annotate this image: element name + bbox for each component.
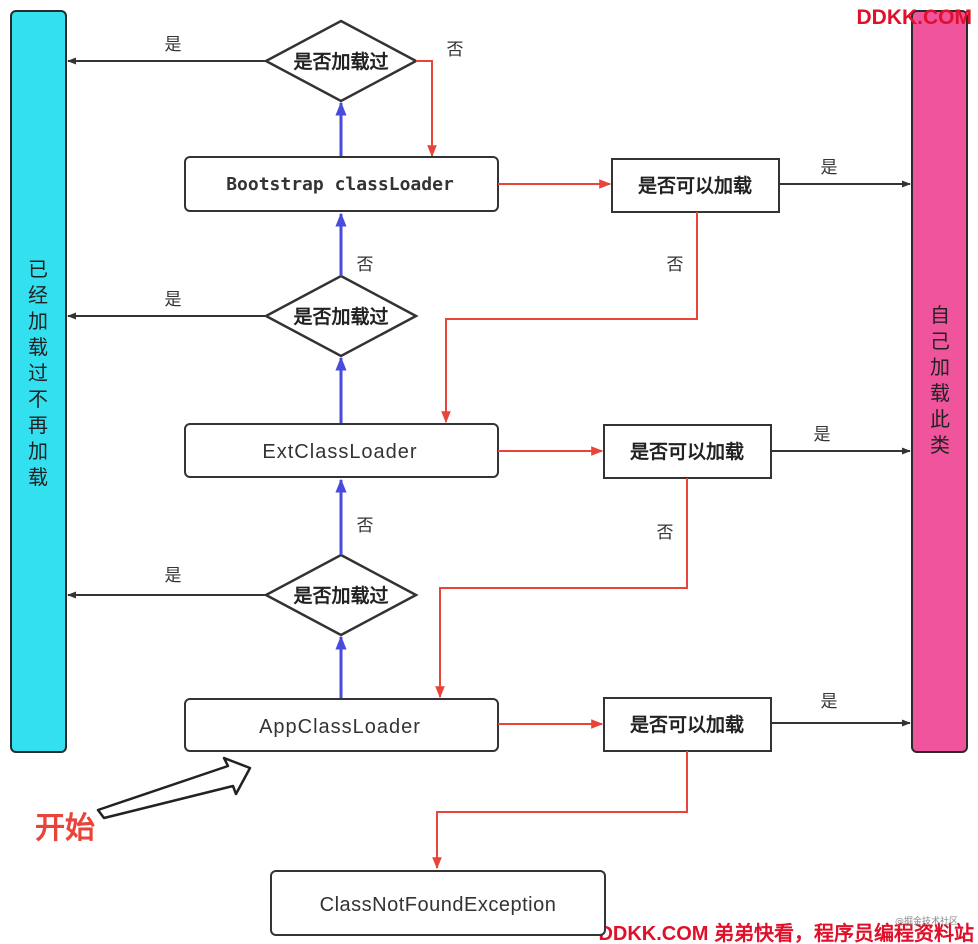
exception-box	[270, 870, 606, 936]
yes-label-bottom-right: 是	[821, 692, 838, 712]
bootstrap-loader-label: Bootstrap classLoader	[226, 174, 454, 195]
no-label-ext-down: 否	[657, 523, 674, 543]
can-load-bottom-label: 是否可以加载	[630, 713, 744, 736]
yes-label-top-right: 是	[821, 158, 838, 178]
yes-label-middle-right: 是	[814, 425, 831, 445]
ext-loader-label: ExtClassLoader	[262, 441, 417, 463]
start-label: 开始	[35, 811, 95, 846]
no-label-top: 否	[447, 40, 464, 60]
no-arrow-bootstrap-down	[441, 212, 698, 424]
decision-loaded-top-label: 是否加载过	[293, 50, 388, 73]
yes-label-bottom-left: 是	[165, 566, 182, 586]
left-bar	[10, 10, 67, 753]
decision-loaded-middle-label: 是否加载过	[293, 305, 388, 328]
decision-loaded-bottom-label: 是否加载过	[293, 584, 388, 607]
can-load-box-bottom	[603, 697, 772, 752]
app-loader-label: AppClassLoader	[259, 716, 421, 738]
can-load-box-top	[611, 158, 780, 213]
exception-label: ClassNotFoundException	[320, 894, 557, 916]
credit-text: @掘金技术社区	[895, 915, 958, 927]
right-bar	[911, 10, 968, 753]
start-arrow-icon	[96, 756, 252, 820]
watermark-bottom: DDKK.COM 弟弟快看，程序员编程资料站	[598, 921, 974, 944]
can-load-middle-label: 是否可以加载	[630, 440, 744, 463]
no-label-bottom-up: 否	[357, 516, 374, 536]
no-arrow-app-down	[432, 751, 688, 870]
decision-loaded-middle	[263, 274, 419, 358]
yes-label-top-left: 是	[165, 35, 182, 55]
yes-label-middle-left: 是	[165, 290, 182, 310]
no-label-middle-up: 否	[357, 255, 374, 275]
no-arrow-top	[416, 60, 437, 158]
right-bar-text: 自己加载此类	[930, 303, 950, 457]
decision-loaded-top	[263, 19, 419, 103]
decision-loaded-bottom	[263, 553, 419, 637]
no-arrow-ext-down	[435, 478, 688, 699]
left-bar-text: 已经加载过不再加载	[28, 257, 48, 489]
can-load-top-label: 是否可以加载	[638, 174, 752, 197]
no-label-bootstrap-down: 否	[667, 255, 684, 275]
watermark-top: DDKK.COM	[857, 6, 973, 29]
